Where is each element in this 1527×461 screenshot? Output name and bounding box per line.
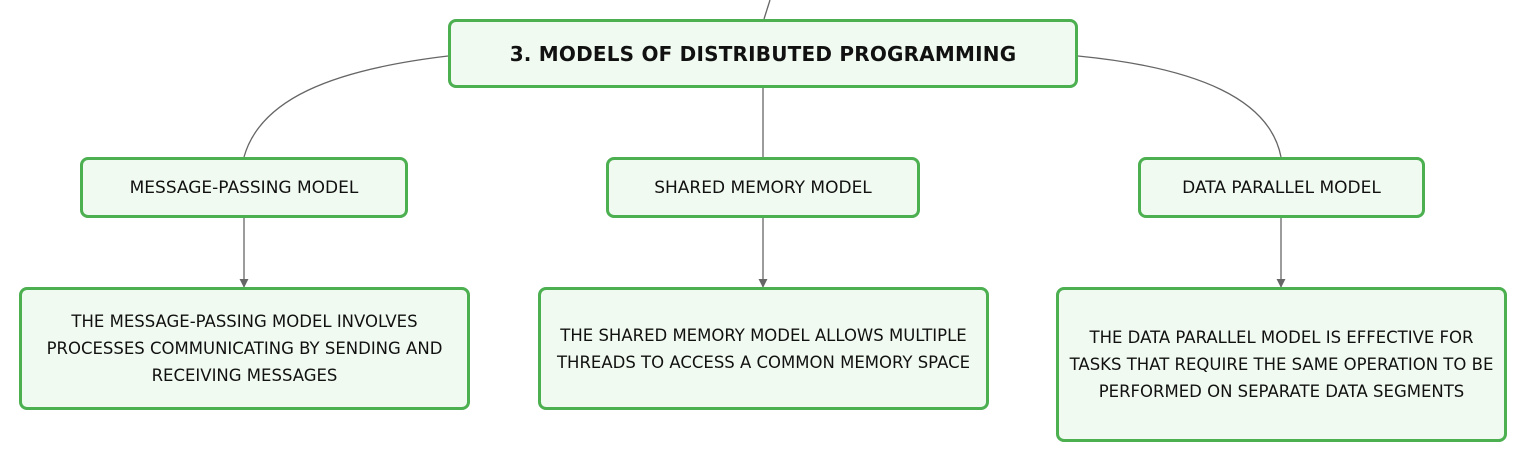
- connector-root-to-message-passing: [243, 55, 449, 158]
- description-node-data-parallel[interactable]: THE DATA PARALLEL MODEL IS EFFECTIVE FOR…: [1056, 287, 1507, 442]
- description-shared-memory: THE SHARED MEMORY MODEL ALLOWS MULTIPLE …: [556, 325, 971, 372]
- model-node-message-passing[interactable]: MESSAGE-PASSING MODEL: [80, 157, 408, 218]
- description-node-message-passing[interactable]: THE MESSAGE-PASSING MODEL INVOLVES PROCE…: [19, 287, 470, 410]
- connector-root-to-data-parallel: [1077, 55, 1282, 158]
- description-node-shared-memory[interactable]: THE SHARED MEMORY MODEL ALLOWS MULTIPLE …: [538, 287, 989, 410]
- description-message-passing: THE MESSAGE-PASSING MODEL INVOLVES PROCE…: [46, 312, 443, 385]
- root-title: 3. MODELS OF DISTRIBUTED PROGRAMMING: [509, 41, 1017, 66]
- root-node[interactable]: 3. MODELS OF DISTRIBUTED PROGRAMMING: [448, 19, 1078, 88]
- model-node-data-parallel[interactable]: DATA PARALLEL MODEL: [1138, 157, 1425, 218]
- model-node-shared-memory[interactable]: SHARED MEMORY MODEL: [606, 157, 920, 218]
- description-data-parallel: THE DATA PARALLEL MODEL IS EFFECTIVE FOR…: [1069, 328, 1494, 401]
- incoming-connector: [763, 0, 771, 20]
- model-name-shared-memory: SHARED MEMORY MODEL: [654, 177, 872, 198]
- model-name-message-passing: MESSAGE-PASSING MODEL: [129, 177, 359, 198]
- model-name-data-parallel: DATA PARALLEL MODEL: [1182, 177, 1381, 198]
